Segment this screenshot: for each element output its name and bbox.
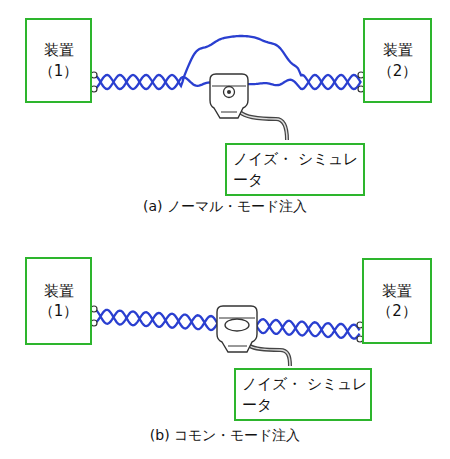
device-box: 装置 （1） [25, 18, 92, 103]
box-text: 装置 （1） [27, 281, 90, 322]
box-text: 装置 （1） [27, 40, 90, 81]
box-text: 装置 （2） [364, 281, 430, 322]
current-clamp [217, 306, 290, 366]
caption-label: (a) ノーマル・モード注入 [0, 198, 450, 216]
device-box: 装置 （2） [362, 258, 432, 344]
noise-simulator-box: ノイズ・ シミュレータ [234, 368, 372, 421]
current-clamp [210, 74, 287, 140]
device-box: 装置 （1） [25, 257, 92, 345]
device-box: 装置 （2） [363, 18, 432, 103]
caption-label: (b) コモン・モード注入 [0, 427, 450, 445]
noise-simulator-box: ノイズ・ シミュレータ [225, 143, 365, 196]
box-text: 装置 （2） [365, 40, 430, 81]
box-text: ノイズ・ シミュレータ [227, 149, 363, 190]
box-text: ノイズ・ シミュレータ [236, 374, 370, 415]
